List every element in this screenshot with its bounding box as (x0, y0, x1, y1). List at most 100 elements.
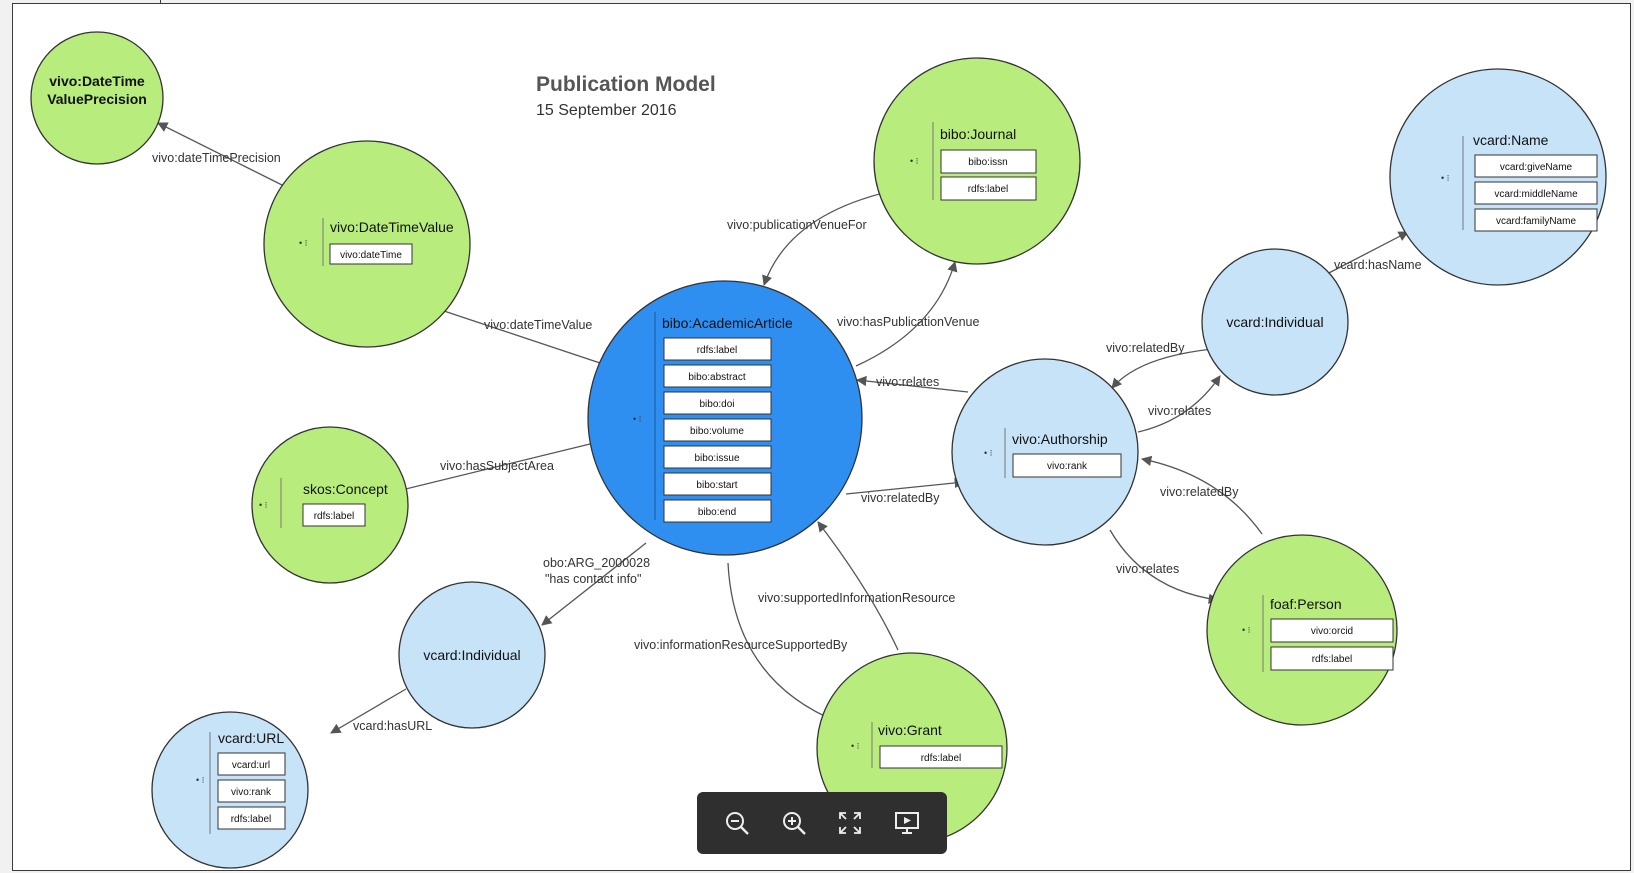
edge-relates-person (1109, 529, 1220, 604)
edge-label-supported-information-resource: vivo:supportedInformationResource (758, 591, 955, 605)
node-title: vivo:Grant (878, 722, 942, 738)
grip-icon: • ⁝ (1441, 173, 1450, 183)
svg-text:vivo:rank: vivo:rank (1047, 461, 1088, 472)
zoom-in-icon (782, 812, 806, 835)
edge-has-publication-venue (855, 261, 958, 367)
edge-relates-mid (855, 375, 969, 393)
prop-label: rdfs:label (968, 184, 1009, 195)
node-vcard-individual-left[interactable]: vcard:Individual (398, 581, 546, 729)
grip-icon: • ⁝ (851, 741, 860, 751)
svg-text:rdfs:label: rdfs:label (231, 814, 272, 825)
edge-labels: vivo:dateTimePrecision vivo:dateTimeValu… (152, 151, 1422, 733)
edge-label-related-by-article: vivo:relatedBy (861, 491, 940, 505)
edge-has-subject-area (379, 443, 591, 498)
svg-text:bibo:volume: bibo:volume (690, 426, 744, 437)
node-title: vcard:Name (1473, 132, 1549, 148)
node-title-line2: ValuePrecision (47, 91, 147, 107)
svg-text:vcard:url: vcard:url (232, 760, 270, 771)
node-vcard-name[interactable]: • ⁝ vcard:Name vcard:giveName vcard:midd… (1389, 68, 1607, 286)
node-title: foaf:Person (1270, 596, 1342, 612)
node-datetime-value[interactable]: • ⁝ vivo:DateTimeValue vivo:dateTime (263, 140, 471, 348)
edge-information-resource-supported-by (727, 562, 839, 724)
edge-related-by-person (1140, 455, 1263, 535)
edge-has-url (330, 688, 407, 734)
diagram-title: Publication Model (536, 73, 716, 96)
edge-label-relates-top: vivo:relates (1148, 404, 1211, 418)
zoom-out-icon (726, 812, 750, 835)
edge-has-contact-info (541, 542, 647, 626)
viewer-toolbar (697, 792, 947, 854)
edge-label-relates-mid: vivo:relates (876, 375, 939, 389)
svg-text:bibo:abstract: bibo:abstract (688, 372, 745, 383)
node-authorship[interactable]: • ⁝ vivo:Authorship vivo:rank (951, 358, 1139, 546)
edge-supported-information-resource (817, 521, 899, 651)
zoom-out-button[interactable] (717, 803, 757, 843)
svg-text:vivo:orcid: vivo:orcid (1311, 626, 1353, 637)
edge-label-has-url: vcard:hasURL (353, 719, 432, 733)
node-title: vcard:Individual (423, 647, 520, 663)
node-vcard-url[interactable]: • ⁝ vcard:URL vcard:url vivo:rank rdfs:l… (151, 711, 309, 869)
svg-text:rdfs:label: rdfs:label (921, 753, 962, 764)
node-journal[interactable]: • ⁝ bibo:Journal bibo:issn rdfs:label (873, 57, 1081, 265)
edge-label-contact-line2: "has contact info" (545, 572, 641, 586)
edge-label-information-resource-supported-by: vivo:informationResourceSupportedBy (634, 638, 848, 652)
presentation-button[interactable] (887, 803, 927, 843)
node-foaf-person[interactable]: • ⁝ foaf:Person vivo:orcid rdfs:label (1206, 534, 1398, 726)
tab-edge (0, 0, 161, 3)
prop-label: vivo:dateTime (340, 250, 402, 261)
grip-icon: • ⁝ (910, 156, 919, 166)
edge-label-has-subject-area: vivo:hasSubjectArea (440, 459, 554, 473)
node-title: vivo:DateTimeValue (330, 219, 454, 235)
edge-datetime-precision (157, 122, 297, 193)
svg-text:bibo:doi: bibo:doi (699, 399, 734, 410)
edge-datetime-value (416, 300, 604, 365)
zoom-in-button[interactable] (774, 803, 814, 843)
svg-text:rdfs:label: rdfs:label (697, 345, 738, 356)
edge-label-publication-venue-for: vivo:publicationVenueFor (727, 218, 867, 232)
fit-screen-icon (839, 812, 862, 834)
diagram-date: 15 September 2016 (536, 102, 677, 119)
svg-text:bibo:end: bibo:end (698, 507, 736, 518)
node-title-line1: vivo:DateTime (49, 73, 145, 89)
grip-icon: • ⁝ (299, 238, 308, 248)
edge-label-related-by-top: vivo:relatedBy (1106, 341, 1185, 355)
svg-text:vcard:familyName: vcard:familyName (1496, 216, 1576, 227)
edge-related-by-article (845, 477, 966, 495)
edge-has-name (1324, 231, 1409, 276)
node-title: vivo:Authorship (1012, 431, 1108, 447)
grip-icon: • ⁝ (1242, 625, 1251, 635)
node-vcard-individual-right[interactable]: vcard:Individual (1201, 248, 1349, 396)
prop-label: bibo:issn (968, 157, 1007, 168)
node-circle (30, 31, 164, 165)
grip-icon: • ⁝ (633, 414, 642, 424)
edge-label-relates-person: vivo:relates (1116, 562, 1179, 576)
presentation-icon (894, 812, 919, 834)
edge-label-datetime-value: vivo:dateTimeValue (484, 318, 592, 332)
svg-text:rdfs:label: rdfs:label (1312, 654, 1353, 665)
svg-text:bibo:issue: bibo:issue (694, 453, 739, 464)
grip-icon: • ⁝ (259, 500, 268, 510)
edges (157, 122, 1409, 734)
node-title: bibo:Journal (940, 126, 1016, 142)
grip-icon: • ⁝ (196, 775, 205, 785)
edge-label-has-name: vcard:hasName (1334, 258, 1422, 272)
node-title: bibo:AcademicArticle (662, 315, 793, 331)
edge-label-datetime-precision: vivo:dateTimePrecision (152, 151, 281, 165)
svg-text:rdfs:label: rdfs:label (314, 511, 355, 522)
node-academic-article[interactable]: • ⁝ bibo:AcademicArticle rdfs:label bibo… (587, 280, 863, 556)
fit-screen-button[interactable] (830, 803, 870, 843)
edge-label-has-publication-venue: vivo:hasPublicationVenue (837, 315, 980, 329)
svg-text:vivo:rank: vivo:rank (231, 787, 272, 798)
node-title: vcard:Individual (1226, 314, 1323, 330)
svg-text:vcard:middleName: vcard:middleName (1494, 189, 1578, 200)
svg-text:vcard:giveName: vcard:giveName (1500, 162, 1573, 173)
node-title: vcard:URL (218, 730, 284, 746)
edge-label-contact-line1: obo:ARG_2000028 (543, 556, 650, 570)
edge-label-related-by-person: vivo:relatedBy (1160, 485, 1239, 499)
edge-relates-top (1137, 375, 1221, 433)
node-datetime-value-precision[interactable]: vivo:DateTime ValuePrecision (30, 31, 164, 165)
grip-icon: • ⁝ (984, 448, 993, 458)
node-skos-concept[interactable]: • ⁝ skos:Concept rdfs:label (251, 426, 409, 584)
